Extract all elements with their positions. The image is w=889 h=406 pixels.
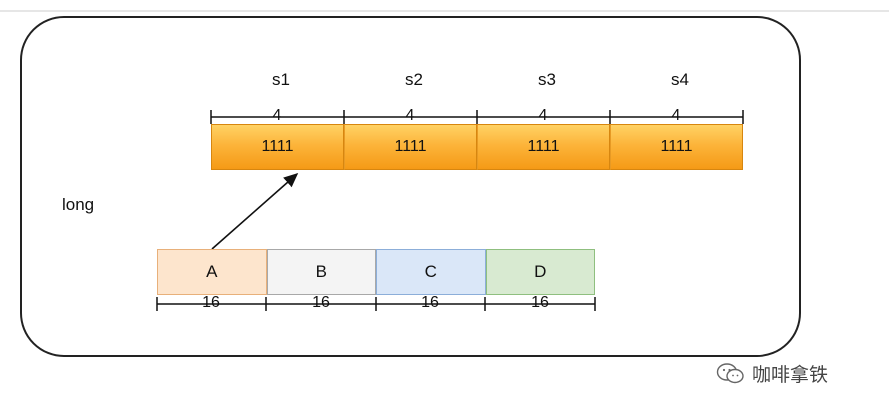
bits-label-s2: 4 [405, 107, 415, 124]
bits-label-b: 16 [312, 294, 330, 311]
watermark: 咖啡拿铁 [716, 360, 828, 387]
segment-label-s1: s1 [272, 70, 290, 89]
segment-label-s2: s2 [405, 70, 423, 89]
bar-cell-s3: 1111 [477, 124, 610, 170]
long-label: long [62, 195, 95, 214]
bits-label-d: 16 [531, 294, 549, 311]
diagram-frame [20, 16, 801, 357]
bits-label-s3: 4 [538, 107, 548, 124]
bar-cell-s1: 1111 [211, 124, 344, 170]
box-b: B [266, 249, 376, 295]
box-c: C [376, 249, 486, 295]
watermark-text: 咖啡拿铁 [752, 365, 829, 386]
box-a: A [157, 249, 267, 295]
mapping-arrow [211, 172, 299, 250]
bar-cell-s2: 1111 [344, 124, 477, 170]
bits-label-a: 16 [202, 294, 220, 311]
field-boxes: A B C D [157, 249, 595, 295]
bits-label-s4: 4 [671, 107, 681, 124]
box-d: D [485, 249, 595, 295]
wechat-icon [716, 362, 744, 383]
bits-label-s1: 4 [272, 107, 282, 124]
top-divider [0, 10, 889, 12]
segment-label-s3: s3 [538, 70, 556, 89]
long-bit-bar: 1111 1111 1111 1111 [211, 124, 743, 170]
bar-cell-s4: 1111 [610, 124, 743, 170]
bits-label-c: 16 [421, 294, 439, 311]
segment-label-s4: s4 [671, 70, 689, 89]
